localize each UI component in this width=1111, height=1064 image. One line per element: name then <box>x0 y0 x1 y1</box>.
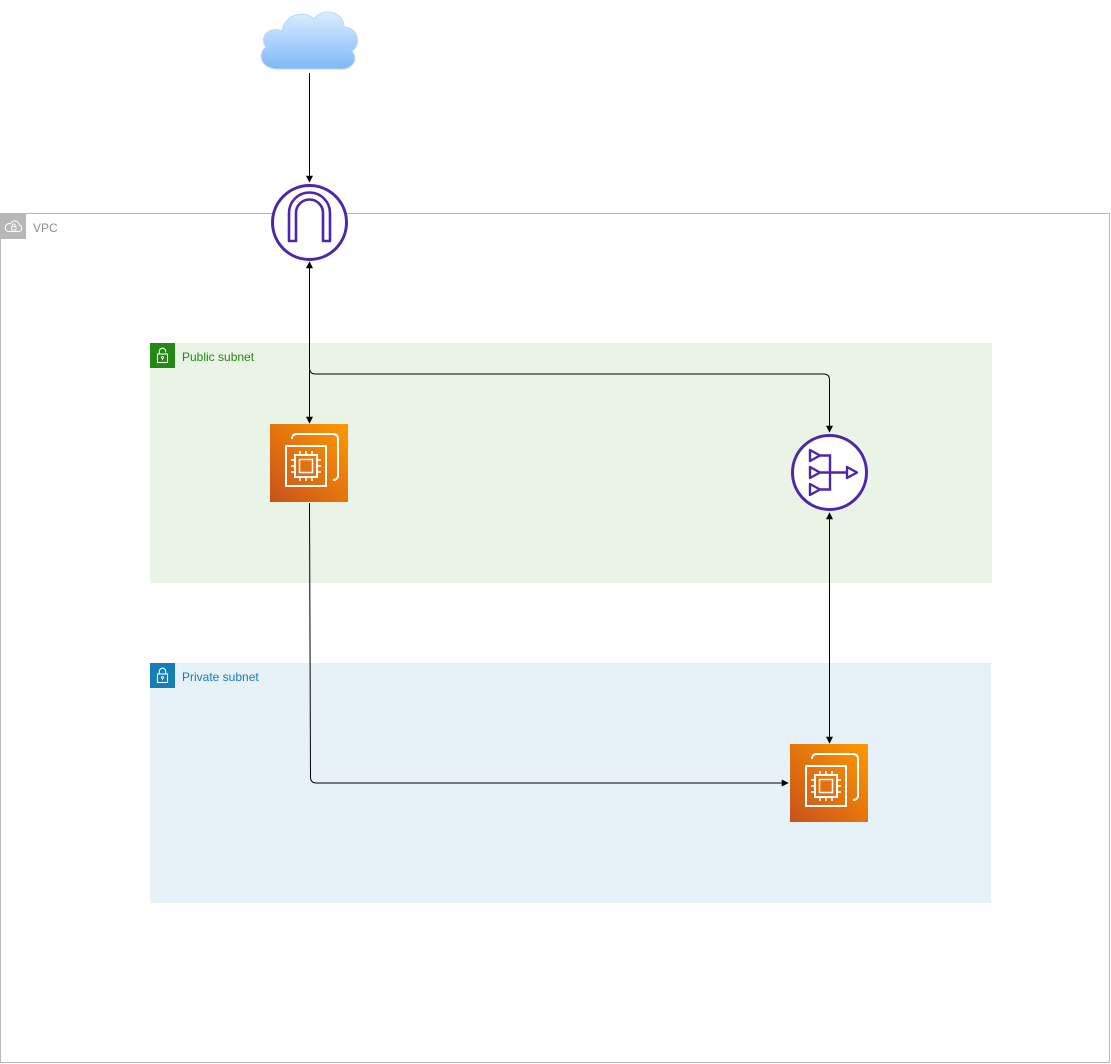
private-subnet-label: Private subnet <box>182 670 259 684</box>
vpc-group[interactable]: VPC <box>0 213 1110 1063</box>
public-ec2-instance-node[interactable] <box>270 424 348 502</box>
padlock-icon <box>150 663 175 688</box>
private-ec2-instance-node[interactable] <box>790 744 868 822</box>
cloud-icon <box>260 11 359 70</box>
padlock-icon <box>150 343 175 368</box>
vpc-cloud-lock-icon <box>1 214 26 239</box>
public-subnet-label: Public subnet <box>182 350 255 364</box>
edge-public-instance-to-private-instance[interactable] <box>309 502 789 787</box>
ec2-instance-icon <box>285 433 339 487</box>
nat-gateway-icon <box>791 434 868 511</box>
ec2-instance-icon <box>805 753 859 807</box>
internet-gateway-icon <box>271 184 348 261</box>
nat-gateway-node[interactable] <box>790 433 869 512</box>
internet-node[interactable] <box>254 5 362 73</box>
vpc-label: VPC <box>33 221 58 235</box>
internet-gateway-node[interactable] <box>270 183 349 262</box>
edge-igw-to-nat-gateway[interactable] <box>309 318 833 433</box>
